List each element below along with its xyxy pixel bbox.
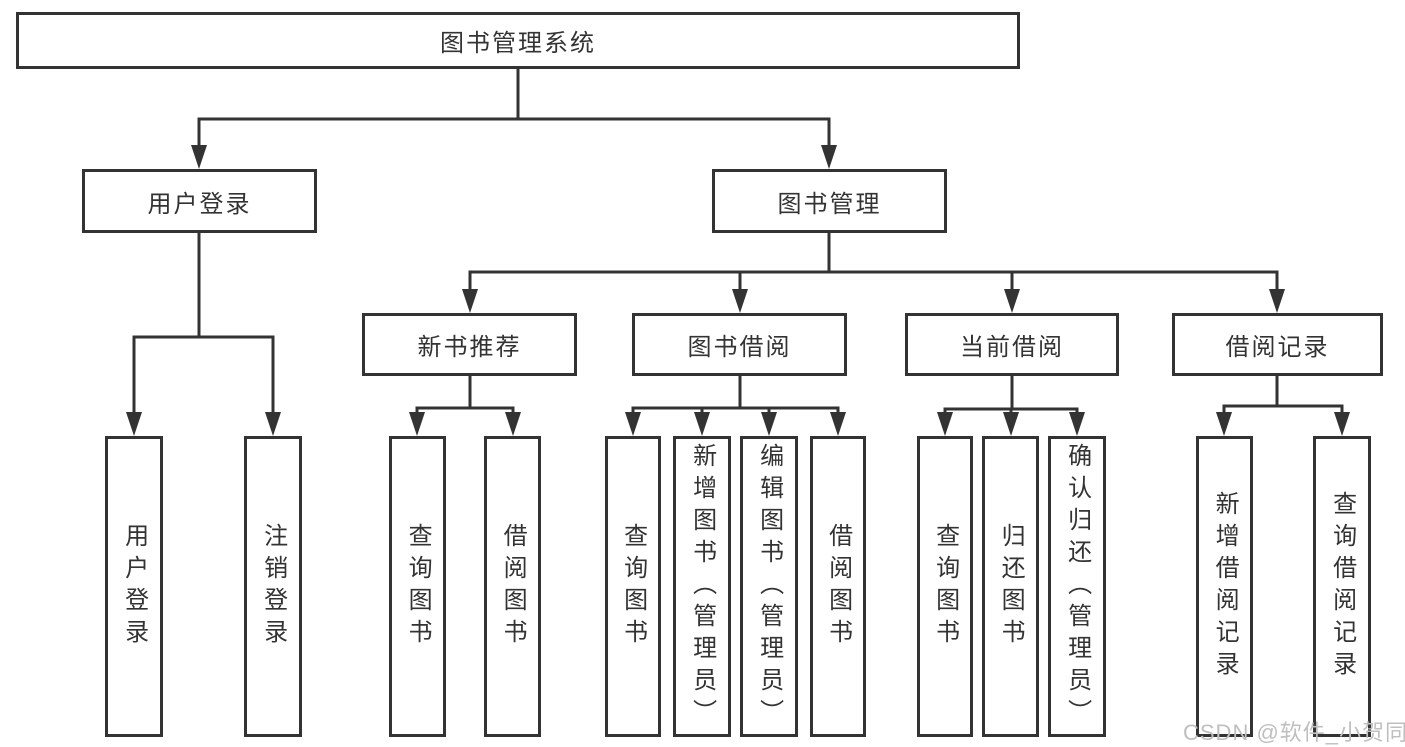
node-label: 编辑图书（管理员） <box>755 442 783 731</box>
leaf-query-books-recommend: 查询图书 <box>389 436 446 737</box>
leaf-confirm-return-admin: 确认归还（管理员） <box>1048 436 1106 737</box>
leaf-borrow-books-recommend: 借阅图书 <box>484 436 541 737</box>
node-label: 借阅图书 <box>499 522 527 651</box>
node-label: 用户登录 <box>147 190 252 218</box>
node-book-borrowing: 图书借阅 <box>632 313 847 376</box>
node-label: 查询图书 <box>619 522 647 651</box>
leaf-edit-books-admin: 编辑图书（管理员） <box>740 436 798 737</box>
node-label: 查询借阅记录 <box>1328 490 1356 683</box>
leaf-query-books-borrow: 查询图书 <box>605 436 661 737</box>
node-label: 归还图书 <box>997 522 1025 651</box>
watermark: CSDN @软件_小贺同学 <box>1183 720 1405 745</box>
node-label: 用户登录 <box>120 522 148 651</box>
node-book-management: 图书管理 <box>712 169 947 233</box>
node-label: 新增借阅记录 <box>1211 490 1239 683</box>
node-current-borrowing: 当前借阅 <box>905 313 1119 376</box>
node-user-login: 用户登录 <box>82 169 317 233</box>
node-label: 借阅图书 <box>824 522 852 651</box>
node-label: 新书推荐 <box>417 334 522 361</box>
node-label: 新增图书（管理员） <box>688 442 716 731</box>
node-label: 查询图书 <box>931 522 959 651</box>
node-label: 图书借阅 <box>687 334 792 361</box>
node-label: 确认归还（管理员） <box>1063 442 1091 731</box>
leaf-user-login: 用户登录 <box>105 436 163 737</box>
node-label: 查询图书 <box>404 522 432 651</box>
leaf-add-borrow-record: 新增借阅记录 <box>1196 436 1253 737</box>
node-label: 当前借阅 <box>960 334 1064 361</box>
node-borrowing-records: 借阅记录 <box>1172 313 1383 376</box>
leaf-borrow-books: 借阅图书 <box>810 436 866 737</box>
node-label: 图书管理系统 <box>440 30 596 57</box>
leaf-query-borrow-record: 查询借阅记录 <box>1313 436 1371 737</box>
node-new-book-recommendation: 新书推荐 <box>362 313 577 376</box>
node-label: 注销登录 <box>259 522 287 651</box>
node-library-management-system: 图书管理系统 <box>16 12 1020 69</box>
node-label: 借阅记录 <box>1225 334 1330 361</box>
leaf-add-books-admin: 新增图书（管理员） <box>673 436 731 737</box>
node-label: 图书管理 <box>777 190 882 218</box>
leaf-return-books: 归还图书 <box>982 436 1039 737</box>
leaf-query-books-current: 查询图书 <box>917 436 973 737</box>
leaf-logout: 注销登录 <box>244 436 302 737</box>
